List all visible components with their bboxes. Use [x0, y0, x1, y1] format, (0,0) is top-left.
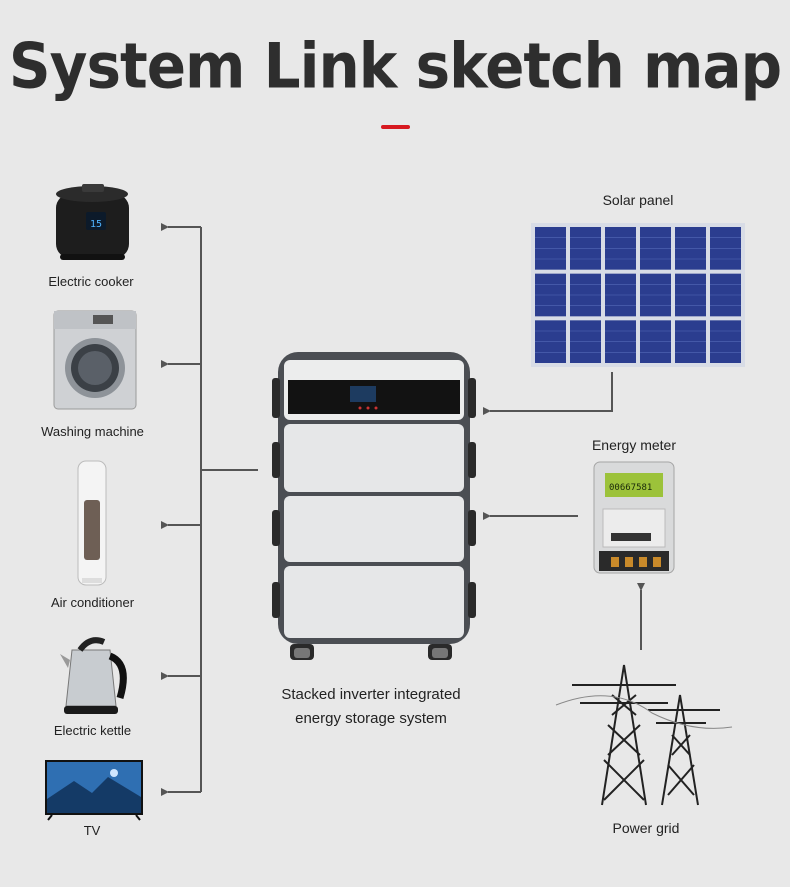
kettle-icon	[60, 637, 127, 714]
label-air-conditioner: Air conditioner	[50, 595, 135, 610]
meter-reading: 00667581	[609, 483, 652, 493]
energy-meter: 00667581	[593, 461, 675, 574]
storage-cabinet-icon	[272, 352, 476, 660]
title-accent-bar	[381, 125, 410, 129]
appliance-washing-machine	[53, 310, 137, 410]
energy-storage-system	[268, 350, 480, 668]
label-tv: TV	[83, 823, 101, 838]
appliance-electric-kettle	[60, 628, 132, 716]
solar-panel	[531, 223, 745, 367]
rice-cooker-icon: 15	[56, 184, 129, 260]
solar-panel-icon	[531, 223, 745, 367]
svg-text:15: 15	[90, 219, 102, 230]
page-title: System Link sketch map	[8, 29, 782, 103]
appliance-electric-cooker: 15	[50, 182, 135, 262]
appliance-tv	[44, 759, 144, 821]
appliance-air-conditioner	[77, 460, 107, 586]
transmission-tower-icon	[555, 664, 733, 806]
air-conditioner-icon	[77, 460, 107, 586]
label-storage-line2: energy storage system	[295, 710, 447, 727]
label-energy-meter: Energy meter	[591, 437, 677, 453]
tv-icon	[45, 760, 143, 821]
power-grid	[552, 655, 742, 810]
label-storage-line1: Stacked inverter integrated	[281, 686, 461, 703]
label-washing-machine: Washing machine	[41, 424, 144, 439]
label-electric-cooker: Electric cooker	[48, 274, 134, 289]
label-electric-kettle: Electric kettle	[53, 723, 132, 738]
label-power-grid: Power grid	[612, 820, 680, 836]
energy-meter-icon: 00667581	[593, 461, 675, 574]
solar-to-system-line	[483, 372, 613, 415]
washing-machine-icon	[53, 310, 137, 410]
label-solar-panel: Solar panel	[602, 192, 674, 208]
